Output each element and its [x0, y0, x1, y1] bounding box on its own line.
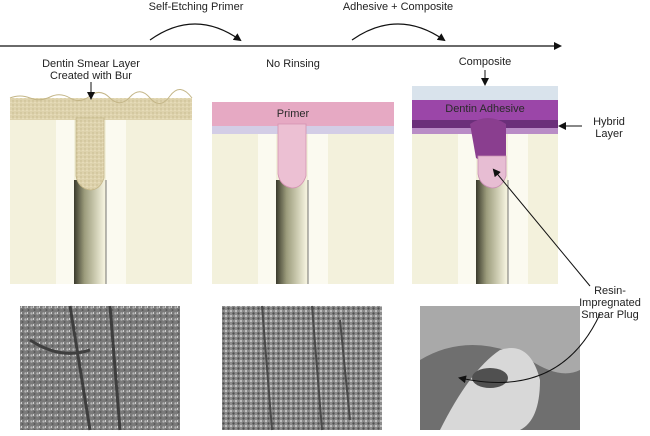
primer-plug	[277, 123, 307, 189]
sem-texture	[472, 368, 508, 388]
smear-surface	[9, 89, 193, 104]
tubule-left	[56, 120, 74, 284]
tubule-right	[508, 134, 528, 284]
sem-plug-pointer	[458, 313, 601, 384]
adhesive-layer-label: Dentin Adhesive	[445, 103, 525, 115]
composite-layer	[412, 86, 558, 100]
sem-image-smear	[20, 306, 180, 430]
step-arc-2	[351, 23, 446, 42]
adhesive-layer	[412, 100, 558, 120]
tubule-left	[258, 134, 276, 284]
step-label-self-etching-primer: Self-Etching Primer	[148, 1, 244, 13]
sem-texture	[29, 305, 122, 431]
smear-layer	[10, 98, 192, 120]
tubule-right	[308, 134, 328, 284]
sem-micrographs	[20, 305, 601, 431]
sem-texture	[261, 305, 351, 431]
tubule-shadow	[476, 180, 506, 284]
resin-plug	[477, 155, 507, 189]
sem-image-no-rinsing	[222, 306, 382, 430]
resin-plug-top	[470, 118, 506, 164]
plug-label-line2: Impregnated	[579, 297, 641, 309]
tubule-shadow	[276, 180, 306, 284]
step-label-adhesive-composite: Adhesive + Composite	[342, 1, 454, 13]
caption-smear-line2: Created with Bur	[50, 70, 132, 82]
primer-layer	[212, 102, 394, 126]
panel-smear-layer	[9, 82, 193, 284]
step-arc-1	[149, 23, 242, 42]
tubule-left	[458, 134, 476, 284]
plug-pointer	[492, 168, 591, 287]
process-timeline	[0, 23, 562, 50]
tubule-right	[106, 120, 126, 284]
panel-no-rinsing	[212, 102, 394, 284]
plug-label-line1: Resin-	[594, 285, 626, 297]
caption-no-rinsing: No Rinsing	[266, 58, 320, 70]
hybrid-label-line1: Hybrid	[593, 116, 625, 128]
caption-smear-line1: Dentin Smear Layer	[42, 58, 140, 70]
panel-composite	[412, 70, 591, 287]
primer-layer-label: Primer	[276, 108, 310, 120]
sem-texture	[440, 348, 540, 430]
caption-composite: Composite	[458, 56, 512, 68]
plug-label-line3: Smear Plug	[581, 309, 639, 321]
tubule-shadow	[74, 180, 104, 284]
hybrid-label-line2: Layer	[595, 128, 623, 140]
smear-plug	[75, 117, 105, 191]
